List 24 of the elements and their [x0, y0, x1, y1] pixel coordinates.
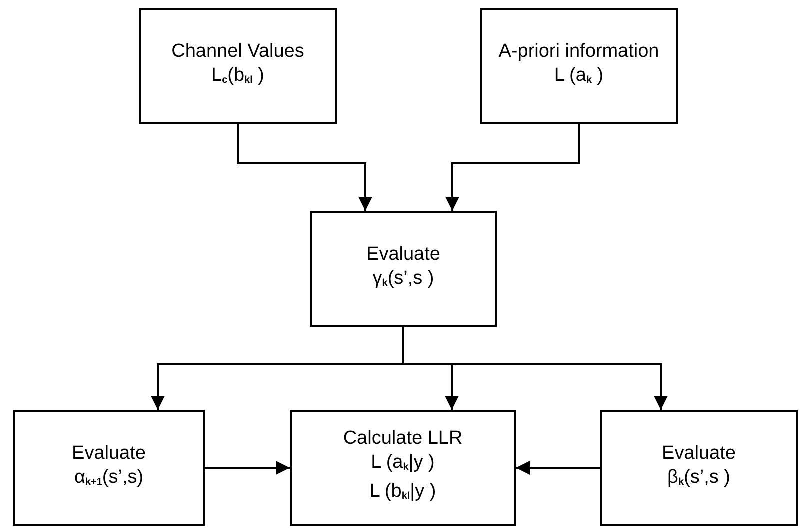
box-title: A-priori information — [498, 40, 660, 64]
formula-text: L$_{c}$(b$_{kl}$ ) — [212, 64, 264, 88]
formula-text: β$_{k}$(s’,s ) — [668, 466, 730, 490]
formula-text: γ$_{k}$(s’,s ) — [372, 266, 434, 290]
formula-text: L (b$_{kl}$|y ) — [370, 480, 436, 504]
process-box — [600, 410, 798, 526]
formula-text: α$_{k+1}$(s’,s) — [74, 466, 144, 490]
process-box — [480, 8, 678, 124]
arrow — [402, 327, 668, 410]
arrow — [446, 124, 580, 211]
arrow — [516, 461, 600, 475]
box-title: Evaluate — [72, 442, 146, 466]
box-title: Calculate LLR — [343, 427, 463, 451]
formula-text: L (a$_{k}$ ) — [554, 64, 604, 88]
box-title: Evaluate — [662, 442, 736, 466]
box-title: Evaluate — [366, 242, 440, 266]
arrow — [237, 124, 372, 211]
box-title: Channel Values — [172, 40, 304, 64]
arrow — [205, 461, 290, 475]
formula-text: L (a$_{k}$|y ) — [371, 451, 435, 475]
process-box — [310, 211, 497, 327]
process-box — [139, 8, 337, 124]
process-box — [290, 410, 516, 526]
process-box — [13, 410, 205, 526]
